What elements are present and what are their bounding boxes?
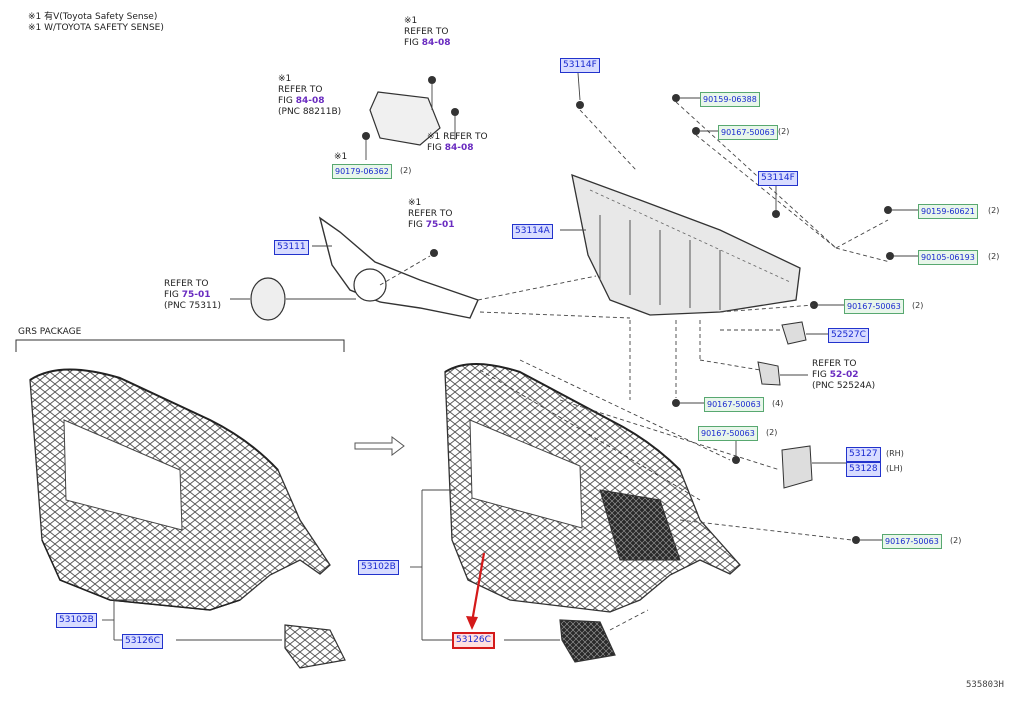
legend-line-2: ※1 W/TOYOTA SAFETY SENSE) xyxy=(28,23,164,33)
quantity-label: (LH) xyxy=(886,464,903,473)
note-sensor-right: ※1 REFER TO FIG 84-08 xyxy=(427,132,488,154)
part-53126c-left[interactable]: 53126C xyxy=(122,634,163,649)
insert-left-drawing xyxy=(284,624,346,669)
part-53111[interactable]: 53111 xyxy=(274,240,309,255)
note-pnc: (PNC 75311) xyxy=(164,301,221,311)
figure-ref[interactable]: 52-02 xyxy=(829,370,859,380)
upper-bracket-drawing xyxy=(571,173,801,316)
part-90179-06362[interactable]: 90179-06362 xyxy=(332,164,392,179)
legend: ※1 有V(Toyota Safety Sense) ※1 W/TOYOTA S… xyxy=(28,12,164,34)
part-90105-06193[interactable]: 90105-06193 xyxy=(918,250,978,265)
quantity-label: (2) xyxy=(766,428,778,437)
note-pnc: (PNC 88211B) xyxy=(278,107,342,117)
note-emblem: REFER TO FIG 75-01 (PNC 75311) xyxy=(164,279,221,312)
note-bolt: ※1 xyxy=(334,152,347,163)
quantity-label: (RH) xyxy=(886,449,904,458)
note-line: ※1 xyxy=(408,198,422,208)
part-53114f-top[interactable]: 53114F xyxy=(560,58,600,73)
note-line: REFER TO xyxy=(164,279,209,289)
part-53127-rh[interactable]: 53127 xyxy=(846,447,881,462)
clip-52527-drawing xyxy=(781,321,807,345)
figure-ref[interactable]: 75-01 xyxy=(425,220,455,230)
note-sensor-top: ※1 REFER TO FIG 84-08 xyxy=(404,16,450,49)
note-line: REFER TO xyxy=(408,209,453,219)
note-line: FIG xyxy=(427,143,442,153)
part-53126c-highlighted[interactable]: 53126C xyxy=(452,632,495,649)
molding-drawing xyxy=(318,216,479,319)
part-90159-06388[interactable]: 90159-06388 xyxy=(700,92,760,107)
leader-lines xyxy=(102,72,918,641)
quantity-label: (4) xyxy=(772,399,784,408)
note-line: REFER TO xyxy=(278,85,323,95)
note-line: FIG xyxy=(164,290,179,300)
quantity-label: (2) xyxy=(912,301,924,310)
figure-ref[interactable]: 75-01 xyxy=(181,290,211,300)
quantity-label: (2) xyxy=(988,252,1000,261)
part-52527c[interactable]: 52527C xyxy=(828,328,869,343)
note-bracket: REFER TO FIG 52-02 (PNC 52524A) xyxy=(812,359,875,392)
quantity-label: (2) xyxy=(400,166,412,175)
note-line: REFER TO xyxy=(404,27,449,37)
insert-right-drawing xyxy=(559,619,616,663)
quantity-label: (2) xyxy=(988,206,1000,215)
figure-ref[interactable]: 84-08 xyxy=(295,96,325,106)
grille-left-drawing xyxy=(29,368,331,611)
part-90167-50063-a[interactable]: 90167-50063 xyxy=(718,125,778,140)
note-line: FIG xyxy=(408,220,423,230)
grs-package-label: GRS PACKAGE xyxy=(18,327,82,337)
note-line: ※1 xyxy=(404,16,418,26)
note-molding: ※1 REFER TO FIG 75-01 xyxy=(408,198,454,231)
part-53102b-left[interactable]: 53102B xyxy=(56,613,97,628)
note-line: FIG xyxy=(812,370,827,380)
part-90167-50063-c[interactable]: 90167-50063 xyxy=(704,397,764,412)
part-53114a[interactable]: 53114A xyxy=(512,224,553,239)
retainer-drawing xyxy=(781,445,813,489)
grille-right-drawing xyxy=(444,363,741,613)
note-line: FIG xyxy=(278,96,293,106)
part-53114f-mid[interactable]: 53114F xyxy=(758,171,798,186)
figure-ref[interactable]: 84-08 xyxy=(444,143,474,153)
quantity-label: (2) xyxy=(950,536,962,545)
part-90167-50063-d[interactable]: 90167-50063 xyxy=(698,426,758,441)
note-line: ※1 REFER TO xyxy=(427,132,488,142)
part-90167-50063-b[interactable]: 90167-50063 xyxy=(844,299,904,314)
part-53128-lh[interactable]: 53128 xyxy=(846,462,881,477)
quantity-label: (2) xyxy=(778,127,790,136)
note-line: ※1 xyxy=(334,152,348,162)
note-line: ※1 xyxy=(278,74,292,84)
part-53102b-right[interactable]: 53102B xyxy=(358,560,399,575)
note-sensor-left: ※1 REFER TO FIG 84-08 (PNC 88211B) xyxy=(278,74,341,118)
grs-package-bracket xyxy=(15,339,345,352)
legend-line-1: ※1 有V(Toyota Safety Sense) xyxy=(28,12,158,22)
highlight-arrow xyxy=(466,552,486,630)
part-90159-60621[interactable]: 90159-60621 xyxy=(918,204,978,219)
note-line: REFER TO xyxy=(812,359,857,369)
note-pnc: (PNC 52524A) xyxy=(812,381,876,391)
note-line: FIG xyxy=(404,38,419,48)
sensor-drawing xyxy=(369,91,441,146)
emblem-drawing xyxy=(250,277,286,321)
transition-arrow xyxy=(354,436,405,456)
diagram-code: 535803H xyxy=(966,680,1004,690)
bracket-52524-drawing xyxy=(757,361,781,386)
figure-ref[interactable]: 84-08 xyxy=(421,38,451,48)
part-90167-50063-e[interactable]: 90167-50063 xyxy=(882,534,942,549)
fasteners xyxy=(362,76,894,544)
dashed-lines xyxy=(379,101,891,631)
